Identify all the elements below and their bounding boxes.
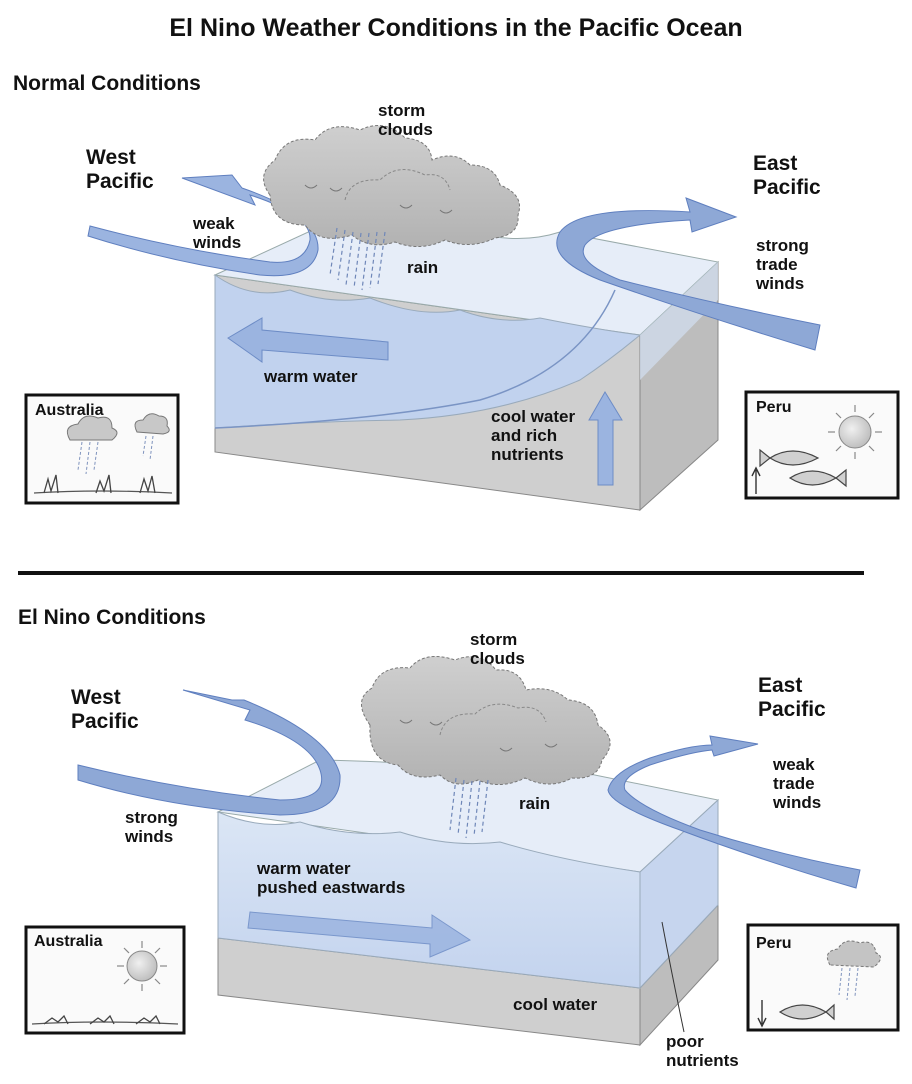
elnino-water-front <box>217 811 641 989</box>
normal-west-label: West Pacific <box>86 146 154 193</box>
normal-diagram <box>24 125 900 512</box>
elnino-warm-line2: pushed eastwards <box>257 878 406 898</box>
normal-trade-line2: trade <box>756 255 798 275</box>
elnino-west-wind-arrow <box>77 689 341 816</box>
elnino-clouds-line2: clouds <box>470 649 525 669</box>
elnino-australia-box <box>24 925 186 1035</box>
elnino-clouds-label: storm clouds <box>470 630 525 668</box>
elnino-rain <box>449 777 489 839</box>
elnino-winds-line2: winds <box>125 827 174 847</box>
elnino-clouds-line1: storm <box>470 630 518 649</box>
elnino-trade-line1: weak <box>773 755 815 774</box>
elnino-rain-label: rain <box>519 794 551 813</box>
elnino-fish-icon <box>778 1003 835 1021</box>
elnino-west-line2: Pacific <box>71 709 139 733</box>
elnino-poor-line1: poor <box>666 1032 704 1051</box>
elnino-winds-line1: strong <box>125 808 178 827</box>
elnino-australia-label: Australia <box>34 933 103 950</box>
normal-upwelling-arrow <box>588 391 623 486</box>
elnino-trade-line3: winds <box>773 793 822 813</box>
normal-trade-line1: strong <box>756 236 809 255</box>
normal-trade-line3: winds <box>756 274 805 294</box>
normal-warm-water-arrow <box>227 317 389 363</box>
elnino-cool-label: cool water <box>513 995 598 1014</box>
normal-cool-label: cool water and rich nutrients <box>491 407 575 464</box>
elnino-water-side <box>639 798 719 990</box>
normal-peru-box <box>744 390 900 500</box>
elnino-warm-label: warm water pushed eastwards <box>257 859 405 897</box>
elnino-east-wind-arrow <box>607 735 861 889</box>
normal-clouds-label: storm clouds <box>378 101 433 139</box>
normal-rain-label: rain <box>407 258 439 277</box>
normal-peru-label: Peru <box>756 399 792 416</box>
normal-australia-label: Australia <box>35 402 104 419</box>
normal-thermocline <box>214 289 616 429</box>
elnino-heading: El Nino Conditions <box>18 606 206 629</box>
elnino-warm-water-arrow <box>247 911 472 958</box>
normal-rain <box>329 227 386 291</box>
main-title: El Nino Weather Conditions in the Pacifi… <box>169 14 743 42</box>
normal-winds-line1: weak <box>193 214 235 233</box>
elnino-trade-label: weak trade winds <box>773 755 821 812</box>
elnino-west-label: West Pacific <box>71 686 139 733</box>
normal-west-line2: Pacific <box>86 169 154 193</box>
elnino-diagram <box>24 655 900 1047</box>
normal-east-line2: Pacific <box>753 175 821 199</box>
normal-east-label: East Pacific <box>753 152 821 199</box>
elnino-trade-line2: trade <box>773 774 815 794</box>
elnino-poor-line2: nutrients <box>666 1051 739 1071</box>
elnino-seabed <box>217 903 719 1047</box>
elnino-peru-box <box>746 923 900 1032</box>
elnino-east-line2: Pacific <box>758 697 826 721</box>
normal-warm-label: warm water <box>264 367 358 386</box>
normal-winds-label: weak winds <box>193 214 241 252</box>
elnino-storm-cloud <box>361 655 611 785</box>
normal-east-wind-arrow <box>556 197 821 351</box>
poor-nutrients-leader <box>661 921 685 1033</box>
normal-storm-cloud <box>263 125 520 247</box>
normal-water-side <box>640 262 718 380</box>
normal-water-front <box>214 274 642 429</box>
elnino-west-line1: West <box>71 686 121 709</box>
normal-trade-label: strong trade winds <box>756 236 809 293</box>
normal-cool-line3: nutrients <box>491 445 564 465</box>
elnino-poor-label: poor nutrients <box>666 1032 739 1070</box>
elnino-winds-label: strong winds <box>125 808 178 846</box>
normal-fish-icon <box>759 448 847 488</box>
normal-winds-line2: winds <box>193 233 242 253</box>
normal-west-line1: West <box>86 146 136 169</box>
normal-east-line1: East <box>753 152 798 175</box>
normal-cool-line1: cool water <box>491 407 576 426</box>
normal-west-wind-arrow <box>87 174 319 277</box>
elnino-peru-label: Peru <box>756 935 792 952</box>
elnino-east-label: East Pacific <box>758 674 826 721</box>
normal-australia-box <box>24 393 180 505</box>
normal-clouds-line1: storm <box>378 101 426 120</box>
elnino-warm-line1: warm water <box>257 859 351 878</box>
elnino-east-line1: East <box>758 674 803 697</box>
normal-heading: Normal Conditions <box>13 72 201 95</box>
normal-clouds-line2: clouds <box>378 120 433 140</box>
normal-cool-line2: and rich <box>491 426 558 446</box>
